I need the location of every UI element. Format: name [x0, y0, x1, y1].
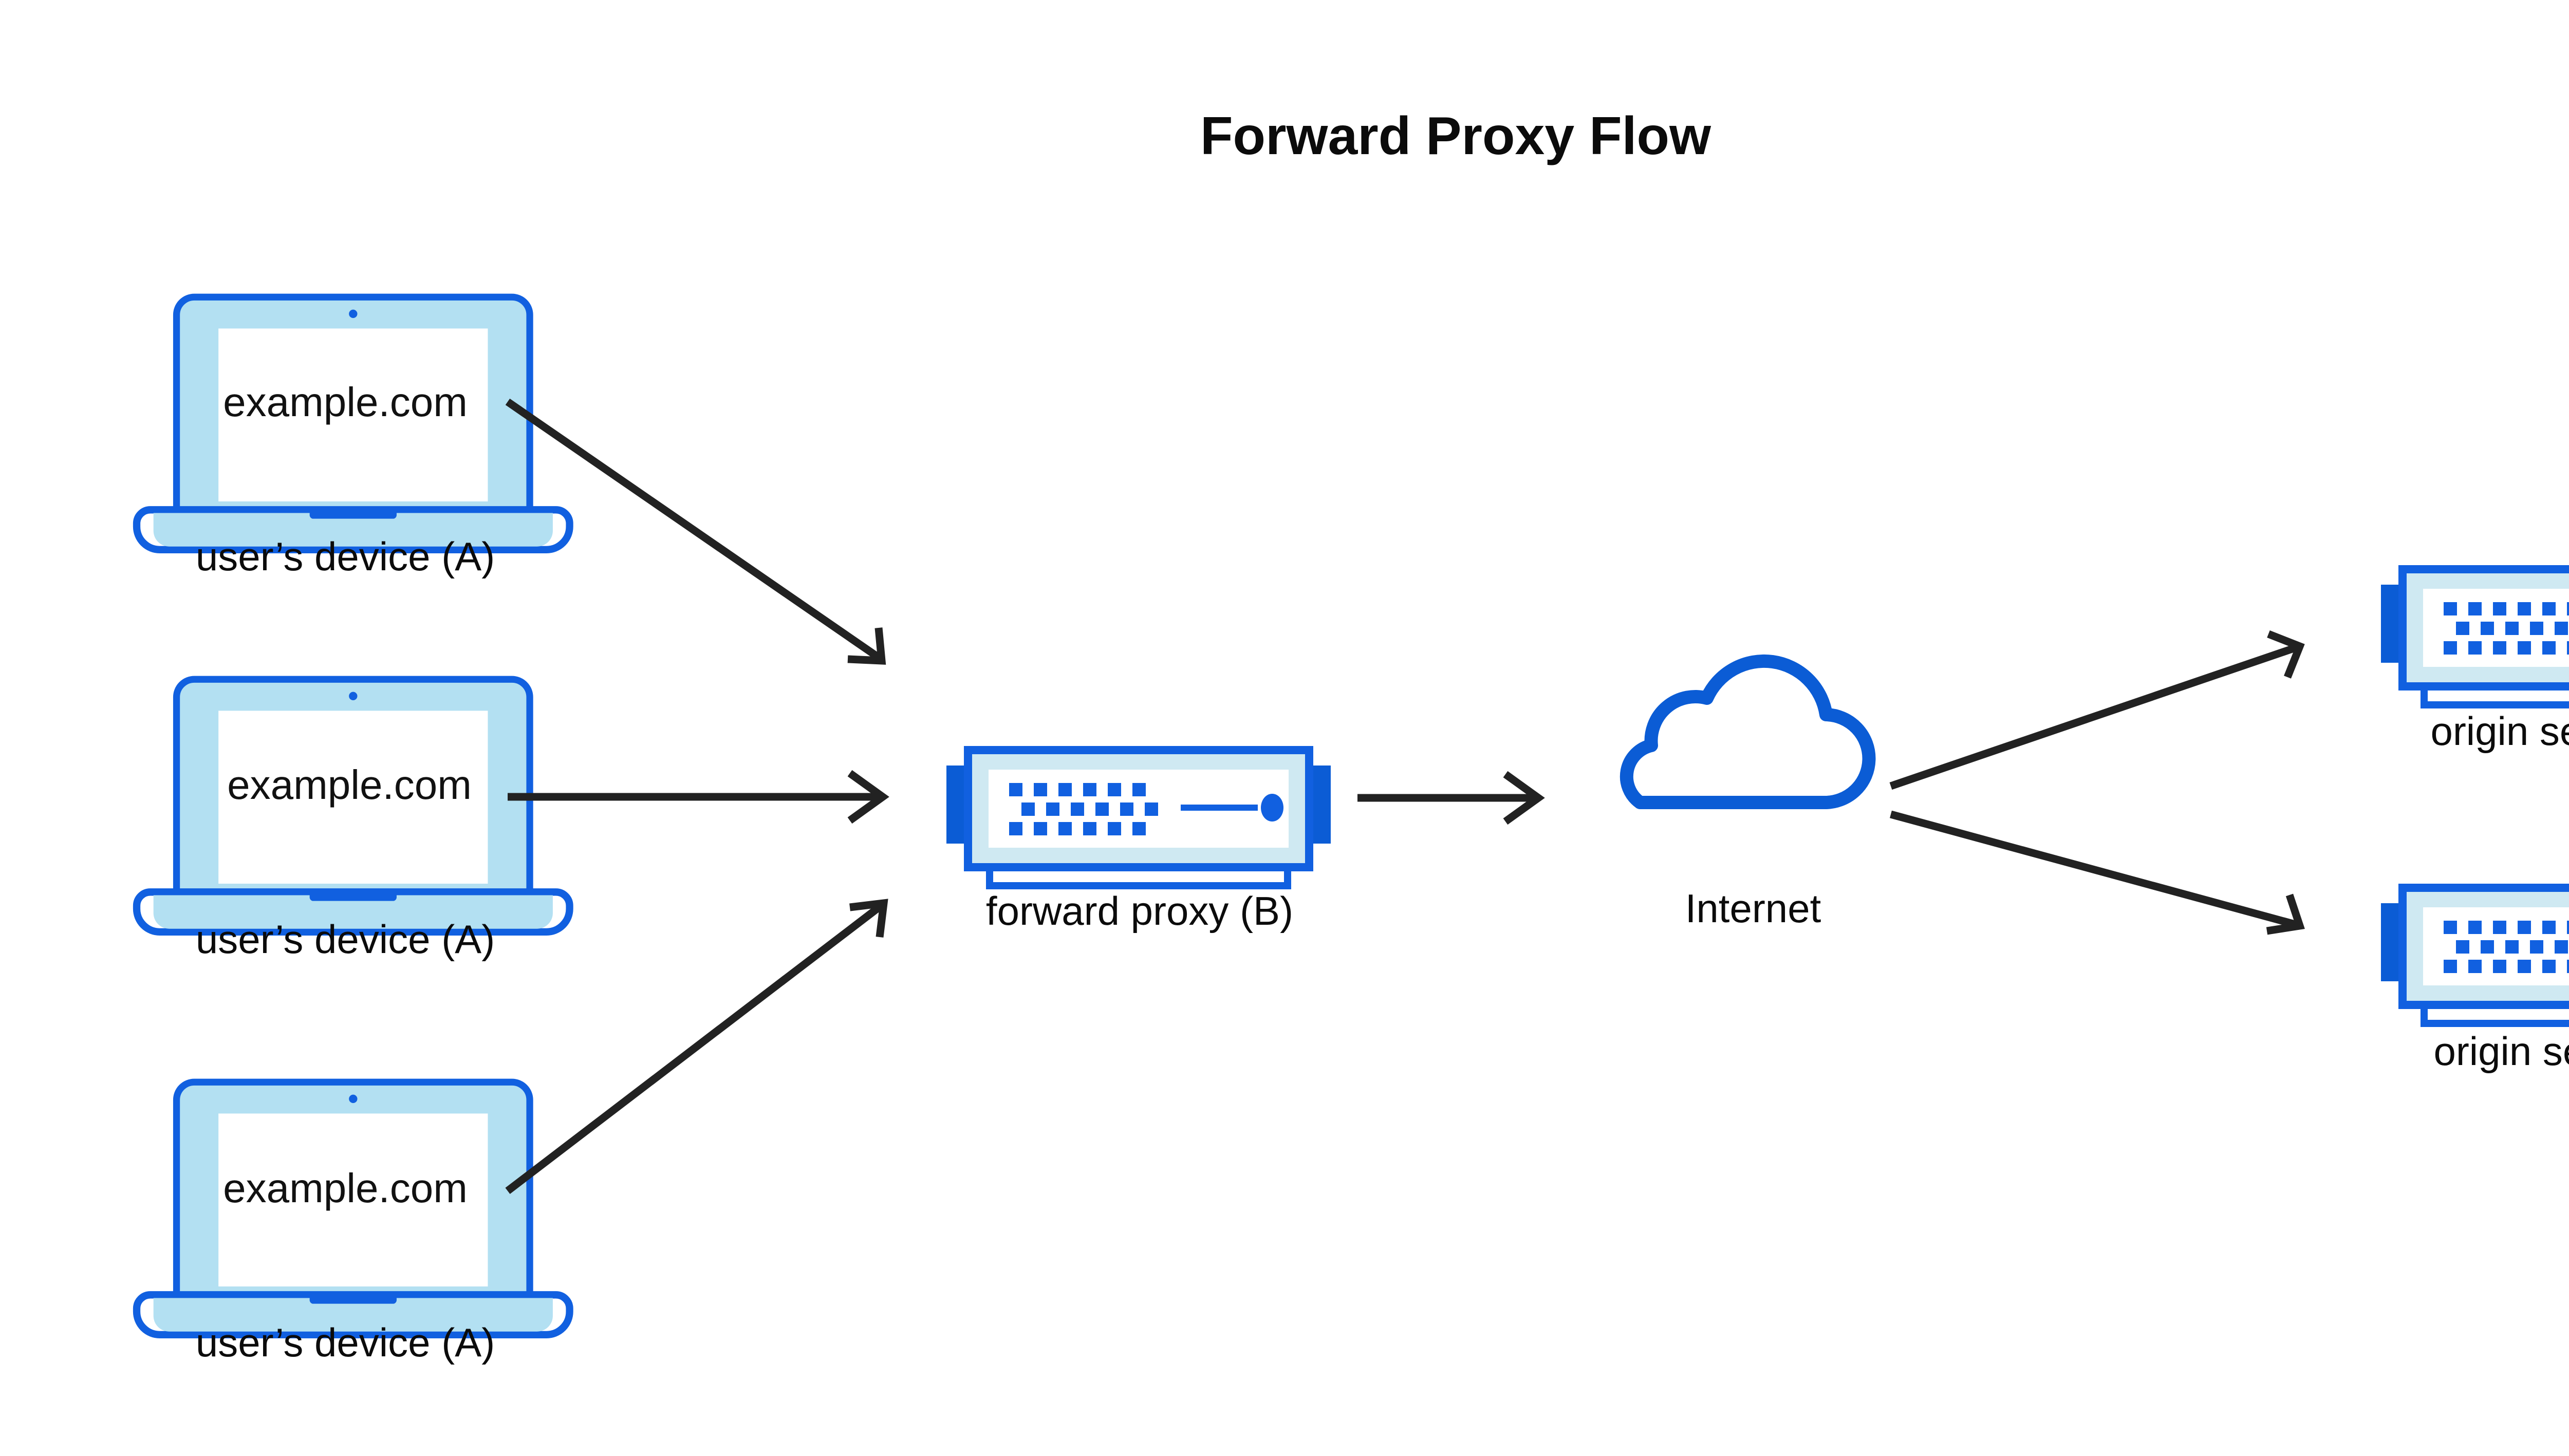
device-bottom-label: user’s device (A) [196, 1320, 495, 1365]
internet-label: Internet [1685, 886, 1821, 931]
device-screen-text: example.com [223, 379, 468, 425]
server-icon [2381, 888, 2569, 1023]
device-screen-text: example.com [227, 762, 472, 808]
arrow-internet-to-origin-bottom [1890, 810, 2305, 935]
node-internet[interactable]: Internet [1627, 661, 1869, 931]
forward-proxy-label: forward proxy (B) [986, 888, 1293, 934]
node-forward-proxy[interactable]: forward proxy (B) [946, 750, 1331, 934]
device-screen-text: example.com [223, 1165, 468, 1211]
arrow-device-top-to-proxy [505, 398, 886, 665]
server-icon [2381, 569, 2569, 705]
device-middle-label: user’s device (A) [196, 917, 495, 962]
arrow-internet-to-origin-top [1889, 630, 2305, 790]
server-icon [946, 750, 1331, 886]
arrow-proxy-to-internet [1357, 771, 1545, 825]
origin-bottom-label: origin server (C) [2433, 1029, 2569, 1074]
arrow-device-bottom-to-proxy [505, 899, 888, 1194]
device-top-label: user’s device (A) [196, 534, 495, 579]
node-device-middle[interactable]: example.com user’s device (A) [137, 679, 570, 962]
node-device-top[interactable]: example.com user’s device (A) [137, 297, 570, 579]
arrow-device-middle-to-proxy [508, 770, 889, 824]
origin-top-label: origin server (C) [2430, 708, 2569, 754]
node-origin-bottom[interactable]: origin server (C) [2381, 888, 2569, 1074]
page-title: Forward Proxy Flow [1200, 106, 1711, 166]
node-origin-top[interactable]: origin server (C) [2381, 569, 2569, 754]
node-device-bottom[interactable]: example.com user’s device (A) [137, 1082, 570, 1365]
